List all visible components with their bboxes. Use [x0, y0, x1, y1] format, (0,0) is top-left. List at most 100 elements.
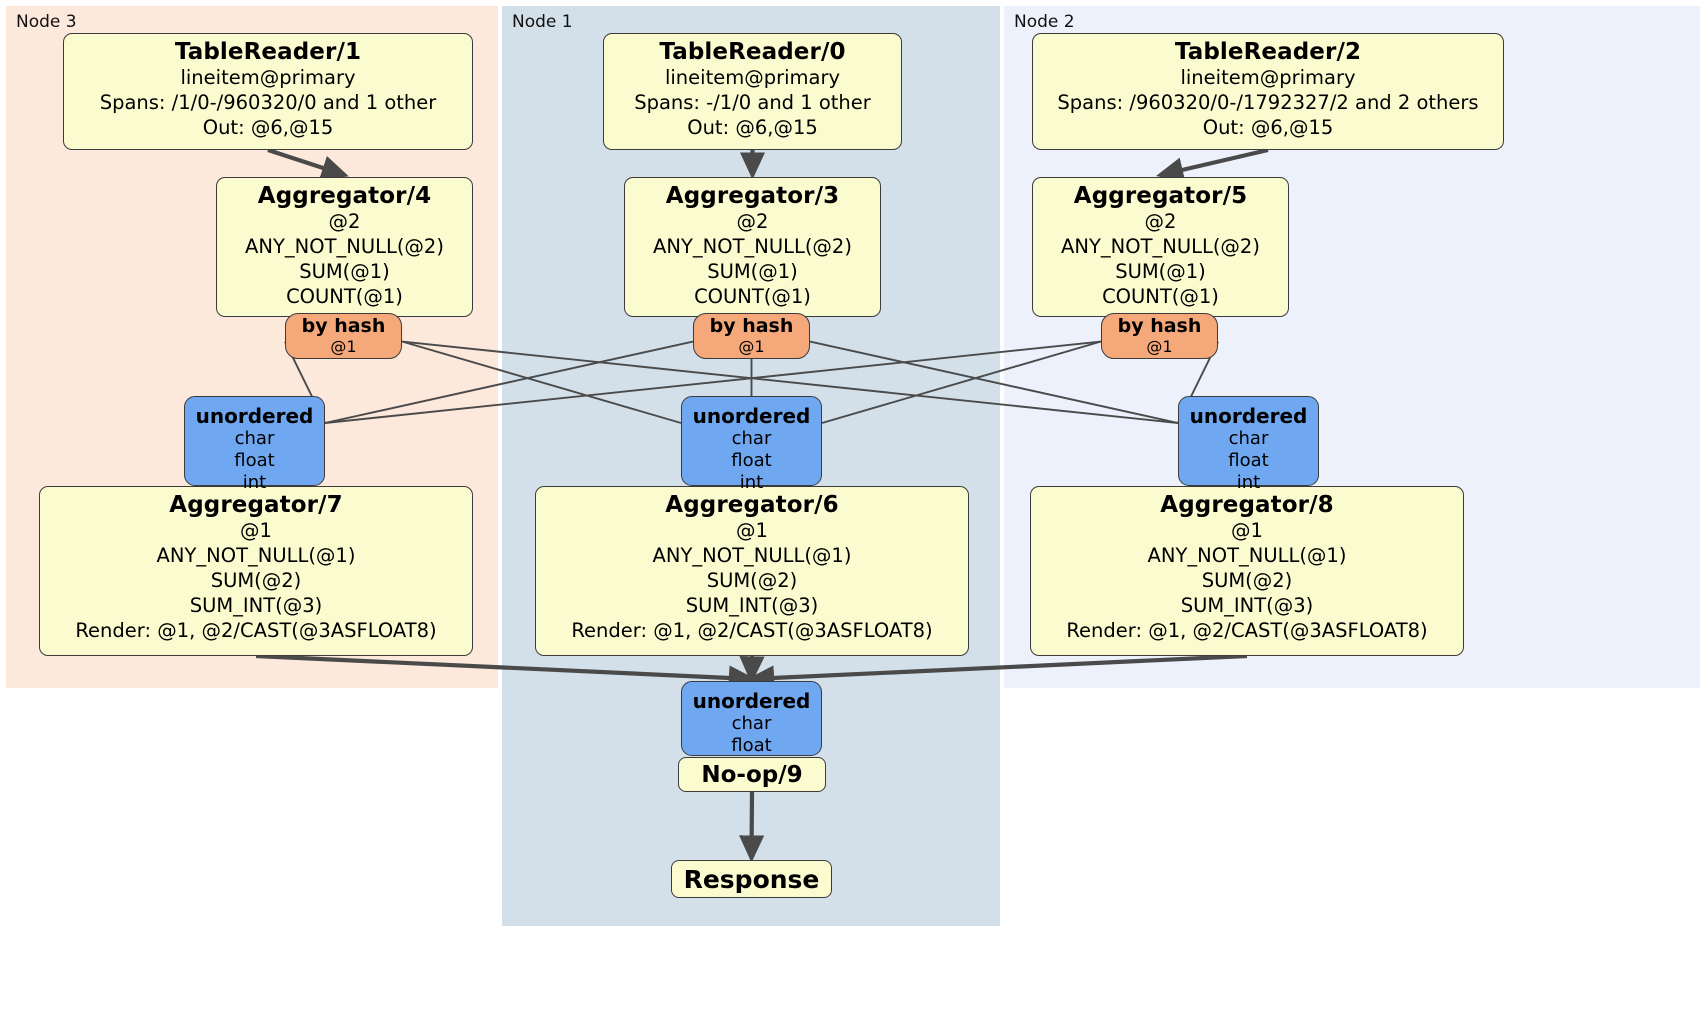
receiver-type: char [1228, 428, 1269, 449]
receiver-title: unordered [1189, 404, 1308, 428]
receiver-type: float [1228, 449, 1269, 471]
processor-render-line: Render: @1, @2/CAST(@3ASFLOAT8) [1066, 618, 1428, 642]
router-by-hash-aggregator-5[interactable]: by hash @1 [1101, 313, 1218, 359]
processor-render-line: Render: @1, @2/CAST(@3ASFLOAT8) [571, 618, 933, 642]
processor-line: SUM(@1) [707, 260, 798, 284]
edge [324, 340, 1102, 424]
edge [255, 653, 757, 691]
response-node[interactable]: Response [671, 860, 832, 898]
processor-title: Aggregator/3 [665, 183, 840, 209]
processor-title: TableReader/2 [1174, 39, 1362, 65]
processor-tablereader-0[interactable]: TableReader/0 lineitem@primary Spans: -/… [603, 33, 902, 150]
processor-line: SUM(@2) [1201, 569, 1293, 593]
processor-line: SUM(@2) [210, 569, 302, 593]
receiver-type: char [731, 713, 772, 734]
processor-title: TableReader/0 [659, 39, 846, 65]
processor-line: ANY_NOT_NULL(@2) [1061, 235, 1260, 259]
processor-line: SUM_INT(@3) [685, 593, 819, 617]
receiver-unordered-final[interactable]: unordered char float [681, 681, 822, 756]
processor-line: @1 [1231, 519, 1263, 543]
processor-title: Aggregator/4 [257, 183, 432, 209]
processor-aggregator-7[interactable]: Aggregator/7 @1 ANY_NOT_NULL(@1) SUM(@2)… [39, 486, 473, 656]
processor-aggregator-3[interactable]: Aggregator/3 @2 ANY_NOT_NULL(@2) SUM(@1)… [624, 177, 881, 317]
processor-title: Aggregator/7 [169, 492, 343, 518]
processor-line: ANY_NOT_NULL(@1) [1147, 544, 1347, 568]
processor-line: SUM(@1) [299, 260, 390, 284]
edge [746, 653, 1248, 691]
processor-line: @1 [736, 519, 768, 543]
processor-line: @2 [1144, 210, 1177, 234]
node-panel-label: Node 2 [1014, 12, 1075, 32]
receiver-type: int [739, 471, 764, 493]
receiver-unordered-node-1[interactable]: unordered char float int [681, 396, 822, 493]
receiver-type: float [234, 449, 275, 471]
node-panel-label: Node 1 [512, 12, 573, 32]
processor-line: Spans: -/1/0 and 1 other [634, 91, 871, 115]
processor-line: @2 [736, 210, 769, 234]
processor-line: ANY_NOT_NULL(@2) [245, 235, 444, 259]
processor-line: COUNT(@1) [1102, 284, 1219, 308]
receiver-type: float [731, 734, 772, 756]
processor-line: ANY_NOT_NULL(@1) [652, 544, 852, 568]
receiver-type: int [242, 471, 267, 493]
edge [401, 340, 682, 424]
receiver-type: int [1236, 471, 1261, 493]
receiver-type: char [234, 428, 275, 449]
processor-no-op-9[interactable]: No-op/9 [678, 757, 826, 792]
processor-aggregator-4[interactable]: Aggregator/4 @2 ANY_NOT_NULL(@2) SUM(@1)… [216, 177, 473, 317]
processor-line: Out: @6,@15 [202, 116, 334, 140]
processor-title: TableReader/1 [174, 39, 362, 65]
router-column: @1 [738, 336, 765, 356]
processor-line: @2 [328, 210, 361, 234]
processor-line: Out: @6,@15 [687, 116, 818, 140]
processor-line: COUNT(@1) [286, 284, 403, 308]
processor-line: SUM(@2) [706, 569, 798, 593]
processor-line: Spans: /1/0-/960320/0 and 1 other [99, 91, 437, 115]
router-column: @1 [1146, 336, 1173, 356]
processor-line: SUM(@1) [1115, 260, 1206, 284]
processor-line: Spans: /960320/0-/1792327/2 and 2 others [1057, 91, 1479, 115]
edge [267, 148, 349, 180]
processor-aggregator-6[interactable]: Aggregator/6 @1 ANY_NOT_NULL(@1) SUM(@2)… [535, 486, 969, 656]
receiver-type: float [731, 449, 772, 471]
router-by-hash-aggregator-4[interactable]: by hash @1 [285, 313, 402, 359]
processor-line: ANY_NOT_NULL(@2) [653, 235, 852, 259]
receiver-title: unordered [692, 689, 811, 713]
processor-line: lineitem@primary [1180, 66, 1356, 90]
processor-tablereader-1[interactable]: TableReader/1 lineitem@primary Spans: /1… [63, 33, 473, 150]
edge [809, 340, 1179, 424]
edge [401, 340, 1179, 424]
router-by-hash-aggregator-3[interactable]: by hash @1 [693, 313, 810, 359]
processor-title: Aggregator/6 [665, 492, 839, 518]
edge [739, 655, 765, 684]
router-title: by hash [709, 314, 794, 337]
node-panel-label: Node 3 [16, 12, 77, 32]
edge [324, 340, 694, 424]
processor-line: @1 [240, 519, 272, 543]
receiver-title: unordered [195, 404, 314, 428]
processor-line: COUNT(@1) [694, 284, 811, 308]
processor-aggregator-5[interactable]: Aggregator/5 @2 ANY_NOT_NULL(@2) SUM(@1)… [1032, 177, 1289, 317]
receiver-title: unordered [692, 404, 811, 428]
processor-line: lineitem@primary [664, 66, 841, 90]
edge [1156, 147, 1269, 183]
router-title: by hash [1117, 314, 1202, 337]
receiver-unordered-node-2[interactable]: unordered char float int [1178, 396, 1319, 493]
processor-tablereader-2[interactable]: TableReader/2 lineitem@primary Spans: /9… [1032, 33, 1504, 150]
receiver-unordered-node-3[interactable]: unordered char float int [184, 396, 325, 493]
receiver-type: char [731, 428, 772, 449]
router-title: by hash [301, 314, 386, 337]
processor-line: ANY_NOT_NULL(@1) [156, 544, 356, 568]
processor-line: lineitem@primary [180, 66, 356, 90]
router-column: @1 [330, 336, 357, 356]
edge [821, 340, 1102, 424]
processor-line: Out: @6,@15 [1202, 116, 1334, 140]
processor-line: SUM_INT(@3) [1180, 593, 1314, 617]
processor-title: Aggregator/8 [1160, 492, 1334, 518]
processor-aggregator-8[interactable]: Aggregator/8 @1 ANY_NOT_NULL(@1) SUM(@2)… [1030, 486, 1464, 656]
processor-line: SUM_INT(@3) [189, 593, 323, 617]
processor-render-line: Render: @1, @2/CAST(@3ASFLOAT8) [75, 618, 437, 642]
processor-title: Aggregator/5 [1073, 183, 1248, 209]
